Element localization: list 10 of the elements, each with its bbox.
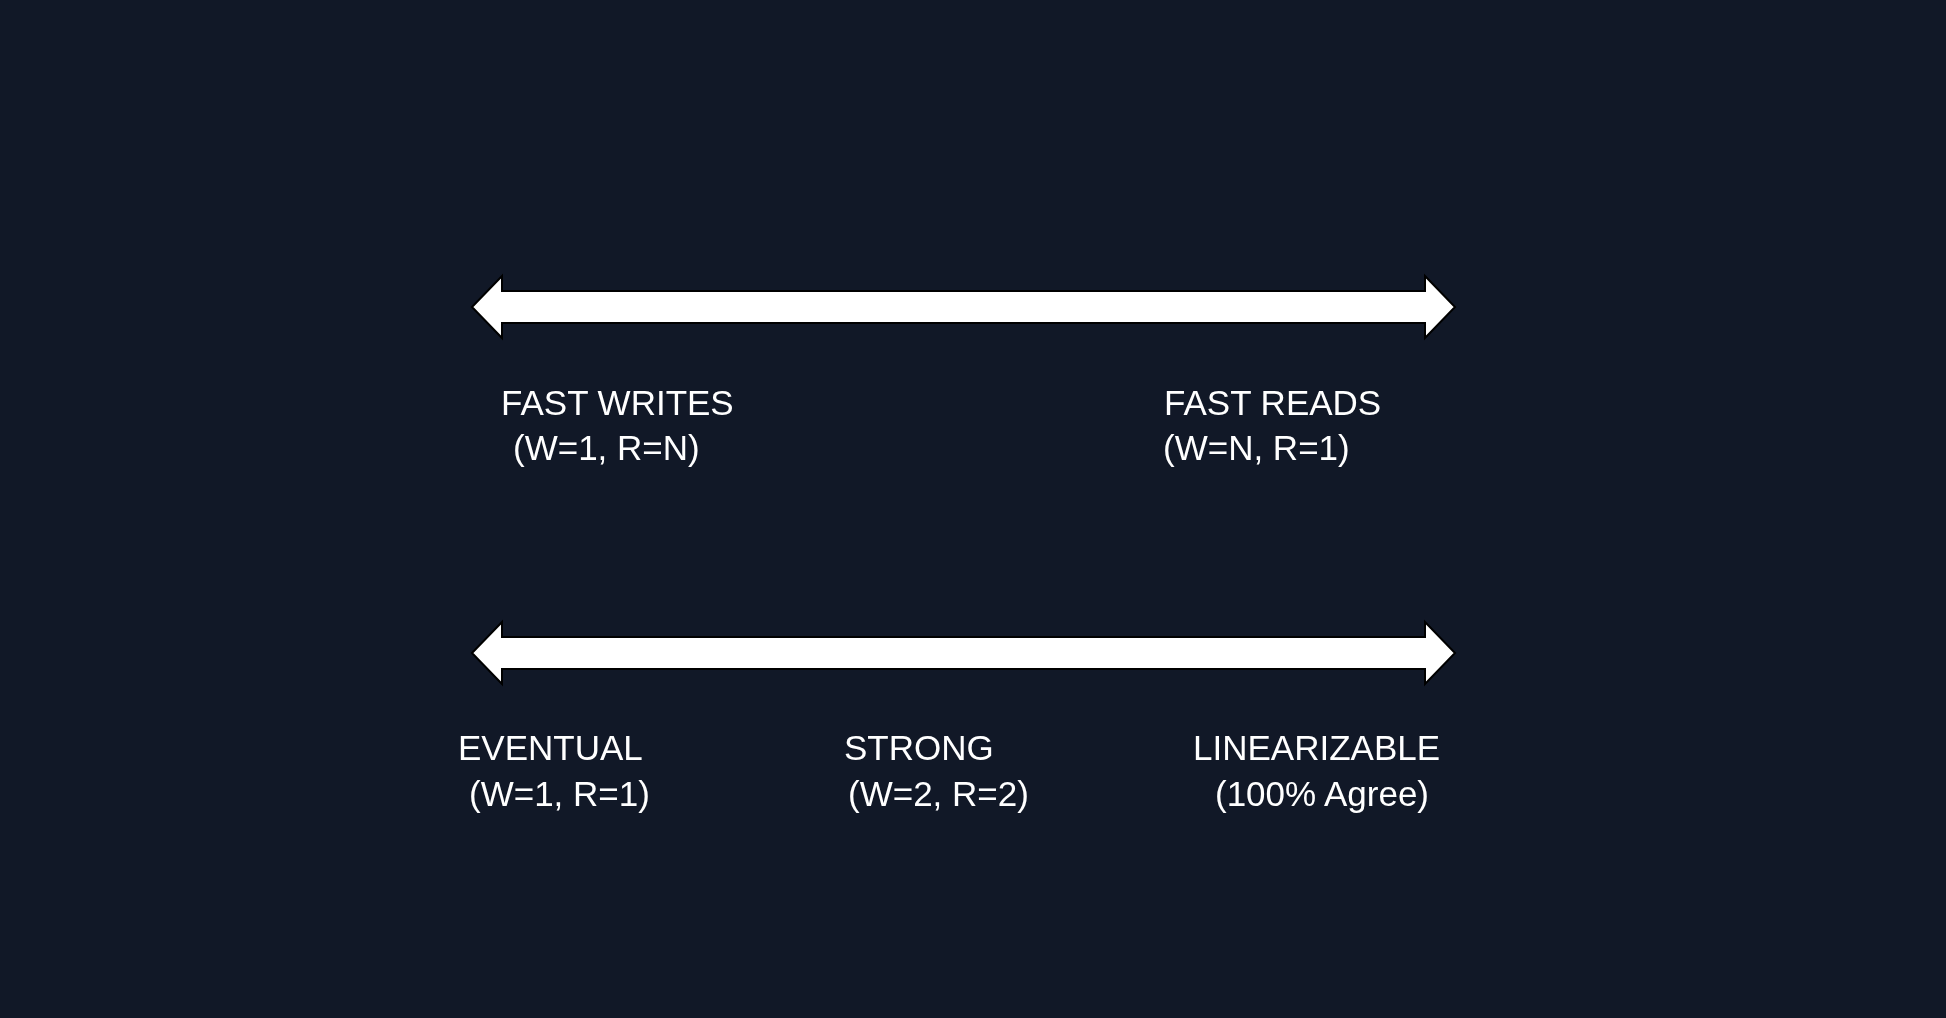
scale-end-label: FAST READS [1164, 382, 1382, 424]
quorum-setting: (W=N, R=1) [1163, 427, 1350, 469]
scale-point-label: STRONG [844, 727, 994, 769]
quorum-setting: (W=1, R=N) [513, 427, 700, 469]
quorum-setting: (W=1, R=1) [469, 773, 650, 815]
scale-point-label: EVENTUAL [458, 727, 643, 769]
scale-end-label: FAST WRITES [501, 382, 734, 424]
quorum-setting: (W=2, R=2) [848, 773, 1029, 815]
scale-point-label: LINEARIZABLE [1193, 727, 1441, 769]
scale-point-note: (100% Agree) [1215, 773, 1430, 815]
